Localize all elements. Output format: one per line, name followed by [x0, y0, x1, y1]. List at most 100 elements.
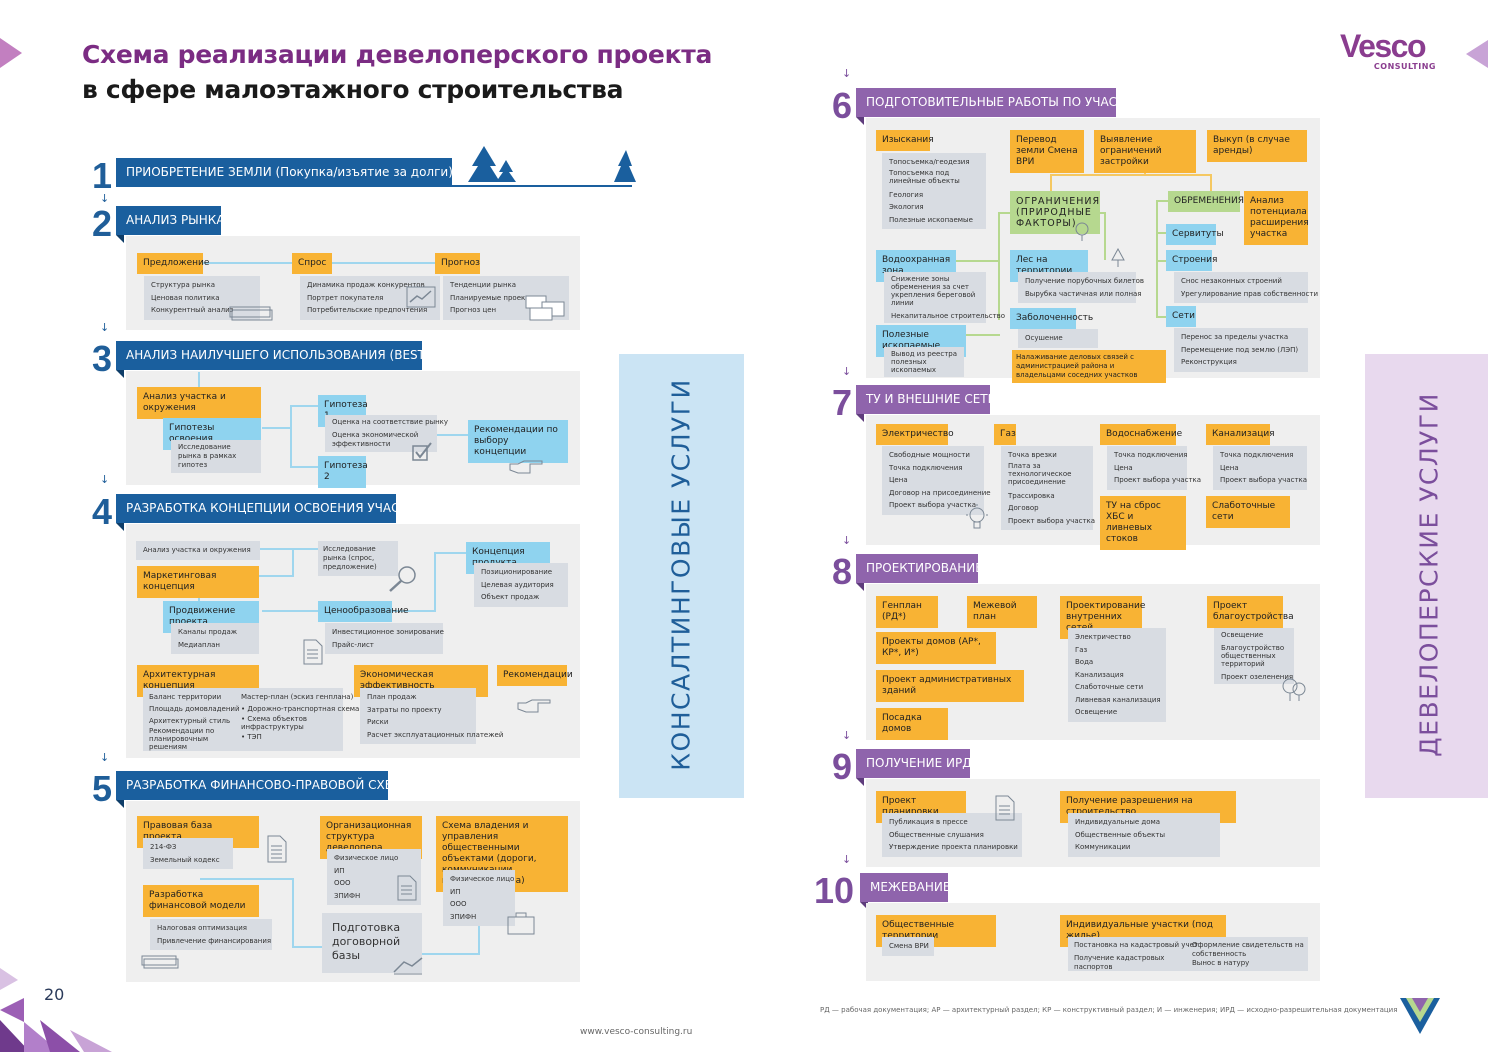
step-number-2: 2: [92, 203, 113, 244]
connector-line: [1156, 232, 1166, 234]
pricing-tag: Ценообразование: [318, 601, 409, 622]
corner-triangle-right: [1466, 40, 1488, 68]
website-link[interactable]: www.vesco-consulting.ru: [580, 1027, 693, 1037]
connector-line: [478, 925, 480, 955]
header-fold: [856, 778, 864, 786]
step-number-1: 1: [92, 155, 113, 196]
development-services-band: ДЕВЕЛОПЕРСКИЕ УСЛУГИ: [1365, 354, 1488, 798]
connector-line: [998, 212, 1010, 214]
connector-line: [1156, 200, 1158, 318]
connector-line: [434, 552, 436, 612]
logo: Vesco CONSULTING: [1340, 28, 1450, 76]
header-line-1: [452, 185, 632, 187]
swamp-tag: Заболоченность: [1010, 308, 1093, 329]
boundary-plan-tag: Межевой план: [967, 596, 1037, 628]
connector-line: [998, 212, 1000, 320]
connector-line: [1104, 212, 1106, 260]
site-analysis-tag: Анализ участка и окружения: [137, 387, 261, 419]
step-number-10: 10: [814, 870, 855, 911]
down-arrow-icon: ↓: [100, 321, 110, 334]
public-areas-list: Смена ВРИ: [882, 937, 934, 956]
recommendation-tag: Рекомендации по выбору концепции: [468, 420, 568, 463]
checkbox-icon: [412, 442, 432, 461]
section-header-7: ТУ И ВНЕШНИЕ СЕТИ: [856, 385, 997, 414]
land-transfer-tag: Перевод земли Смена ВРИ: [1010, 130, 1084, 173]
money-icon: [229, 306, 273, 321]
swamp-list: Осушение: [1018, 329, 1098, 348]
step-number-3: 3: [92, 338, 113, 379]
connector-line: [392, 610, 436, 612]
connector-line: [1100, 212, 1106, 214]
step-number-8: 8: [832, 551, 853, 592]
header-fold: [116, 370, 124, 378]
buyout-tag: Выкуп (в случае аренды): [1207, 130, 1307, 162]
document-icon: [995, 795, 1015, 821]
page-number: 20: [44, 985, 65, 1004]
connector-line: [290, 405, 292, 467]
expansion-potential-tag: Анализ потенциала расширения участка: [1244, 191, 1309, 245]
corner-mosaic: [0, 968, 112, 1052]
architecture-list: Баланс территории Площадь домовладений А…: [143, 688, 359, 751]
header-fold: [116, 235, 124, 243]
chart-icon: [406, 286, 436, 308]
section-header-10: МЕЖЕВАНИЕ: [860, 873, 950, 902]
demand-tag: Спрос: [292, 253, 332, 274]
networks-tag: Сети: [1166, 306, 1196, 327]
section-header-2: АНАЛИЗ РЫНКА: [116, 206, 225, 235]
header-fold: [856, 583, 864, 591]
genplan-tag: Генплан (РД*): [876, 596, 938, 628]
connector-line: [1158, 200, 1168, 202]
step-number-9: 9: [832, 746, 853, 787]
connector-line: [292, 548, 294, 576]
water-zone-list: Снижение зоны обременения за счет укрепл…: [884, 272, 1005, 323]
logo-sub: CONSULTING: [1373, 62, 1436, 71]
signing-hand-icon: [393, 957, 423, 975]
connector-line: [436, 434, 470, 436]
trees-icon: [1282, 678, 1306, 701]
tree-icon: [1075, 222, 1089, 241]
connector-line: [434, 552, 466, 554]
down-arrow-icon: ↓: [842, 729, 852, 742]
house-projects-tag: Проекты домов (АР*, КР*, И*): [876, 632, 996, 664]
connector-line: [966, 334, 1000, 336]
section-header-8: ПРОЕКТИРОВАНИЕ: [856, 554, 983, 583]
drainage-tag: ТУ на сброс ХБС и ливневых стоков: [1100, 496, 1186, 550]
price-tags-icon: [525, 295, 565, 321]
contract-base-box: Подготовка договорной базы: [322, 913, 422, 973]
minerals-list: Вывод из реестра полезных ископаемых: [884, 347, 964, 377]
lightbulb-icon: [966, 504, 988, 529]
connector-line: [420, 953, 480, 955]
surveys-list: Топосъемка/геодезия Топосъемка под линей…: [882, 153, 986, 229]
connector-line: [260, 548, 320, 550]
down-arrow-icon: ↓: [100, 473, 110, 486]
section-header-4: РАЗРАБОТКА КОНЦЕПЦИИ ОСВОЕНИЯ УЧАСТКА: [116, 494, 424, 523]
step-number-7: 7: [832, 382, 853, 423]
connector-line: [1156, 316, 1166, 318]
buildings-tag: Строения: [1166, 250, 1217, 271]
section-header-1: ПРИОБРЕТЕНИЕ ЗЕМЛИ (Покупка/изъятие за д…: [116, 158, 453, 187]
site-analysis-box: Анализ участка и окружения: [136, 541, 260, 560]
down-arrow-icon: ↓: [842, 534, 852, 547]
marketing-concept-tag: Маркетинговая концепция: [137, 566, 259, 598]
market-research-box: Исследование рынка (спрос, предложение): [318, 541, 398, 576]
landscaping-list: Освещение Благоустройство общественных т…: [1214, 628, 1294, 684]
header-fold: [856, 414, 864, 422]
servitudes-tag: Сервитуты: [1166, 224, 1224, 245]
briefcase-icon: [507, 912, 535, 935]
header-fold: [856, 117, 864, 125]
footnote: РД — рабочая документация; АР — архитект…: [820, 1006, 1398, 1014]
admin-buildings-tag: Проект административных зданий: [876, 670, 1024, 702]
connector-line: [1050, 174, 1052, 192]
sewerage-tag: Канализация: [1206, 424, 1275, 445]
connector-line: [262, 427, 292, 429]
